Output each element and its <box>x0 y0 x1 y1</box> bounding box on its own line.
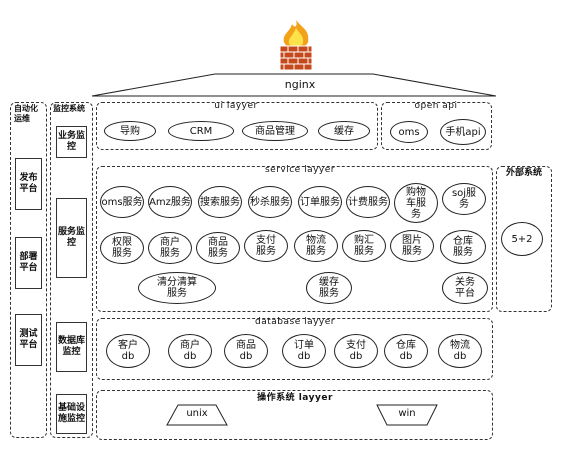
open-api-oms[interactable]: oms <box>390 121 428 143</box>
service-monitor[interactable]: 服务监控 <box>56 198 87 278</box>
os-unix-label: unix <box>186 408 208 419</box>
service-billing[interactable]: 计费服务 <box>346 186 390 218</box>
service-payment[interactable]: 支付服务 <box>244 230 288 262</box>
service-soj[interactable]: soj服务 <box>442 183 486 215</box>
business-monitor[interactable]: 业务监控 <box>56 126 87 158</box>
db-merchant[interactable]: 商户db <box>168 334 212 368</box>
os-unix-shape[interactable] <box>166 404 228 426</box>
service-permission[interactable]: 权限服务 <box>100 232 144 264</box>
external-5-plus-2[interactable]: 5+2 <box>501 222 543 256</box>
service-layer-title: service layyer <box>264 165 335 175</box>
service-clearing[interactable]: 清分清算服务 <box>138 272 216 304</box>
infra-monitor[interactable]: 基础设施监控 <box>56 394 87 434</box>
os-layer-panel <box>96 390 493 440</box>
firewall-icon <box>276 18 316 72</box>
service-warehouse[interactable]: 仓库服务 <box>440 230 486 264</box>
db-logistics[interactable]: 物流db <box>438 334 482 368</box>
service-image[interactable]: 图片服务 <box>390 230 434 262</box>
db-order[interactable]: 订单db <box>282 334 326 368</box>
service-customs[interactable]: 关务平台 <box>442 272 488 304</box>
database-monitor[interactable]: 数据库监控 <box>56 322 87 372</box>
service-amz[interactable]: Amz服务 <box>148 186 192 218</box>
ops-automation-title: 自动化运维 <box>14 104 38 123</box>
monitoring-panel <box>50 102 93 438</box>
deploy-platform[interactable]: 部署平台 <box>15 237 42 289</box>
ui-cache[interactable]: 缓存 <box>318 121 370 141</box>
ops-automation-panel <box>10 102 47 438</box>
open-api-mobile[interactable]: 手机api <box>440 119 486 145</box>
service-search[interactable]: 搜索服务 <box>198 186 242 218</box>
service-oms[interactable]: oms服务 <box>100 186 144 218</box>
external-systems-panel <box>496 166 552 312</box>
service-layer-panel <box>96 166 493 312</box>
ui-layer-panel <box>96 102 378 150</box>
service-forex[interactable]: 购汇服务 <box>342 230 386 262</box>
os-win-label: win <box>398 408 416 419</box>
open-api-panel <box>381 102 492 150</box>
ui-shopping-guide[interactable]: 导购 <box>104 121 156 141</box>
service-product[interactable]: 商品服务 <box>196 232 240 264</box>
db-payment[interactable]: 支付db <box>334 334 378 368</box>
db-customer[interactable]: 客户db <box>106 334 150 368</box>
ui-layer-title: ui layyer <box>214 101 258 111</box>
service-flash-sale[interactable]: 秒杀服务 <box>248 186 292 218</box>
database-layer-title: database layyer <box>255 317 335 327</box>
monitoring-title: 监控系统 <box>53 104 85 113</box>
ui-crm[interactable]: CRM <box>168 121 234 141</box>
service-merchant[interactable]: 商户服务 <box>148 232 192 264</box>
nginx-shape <box>91 73 497 97</box>
os-win-shape[interactable] <box>376 404 438 426</box>
nginx-label: nginx <box>284 78 316 91</box>
service-logistics[interactable]: 物流服务 <box>294 230 338 262</box>
ui-product-management[interactable]: 商品管理 <box>242 121 308 141</box>
test-platform[interactable]: 测试平台 <box>15 314 42 366</box>
open-api-title: open api <box>414 101 458 111</box>
database-layer-panel <box>96 318 493 380</box>
release-platform[interactable]: 发布平台 <box>15 158 42 210</box>
db-product[interactable]: 商品db <box>224 334 268 368</box>
service-cache[interactable]: 缓存服务 <box>306 272 352 304</box>
service-order[interactable]: 订单服务 <box>298 186 342 218</box>
db-warehouse[interactable]: 仓库db <box>384 334 428 368</box>
os-layer-title: 操作系统 layyer <box>257 393 333 403</box>
service-cart[interactable]: 购物车服务 <box>394 183 438 223</box>
external-systems-title: 外部系统 <box>505 168 542 178</box>
